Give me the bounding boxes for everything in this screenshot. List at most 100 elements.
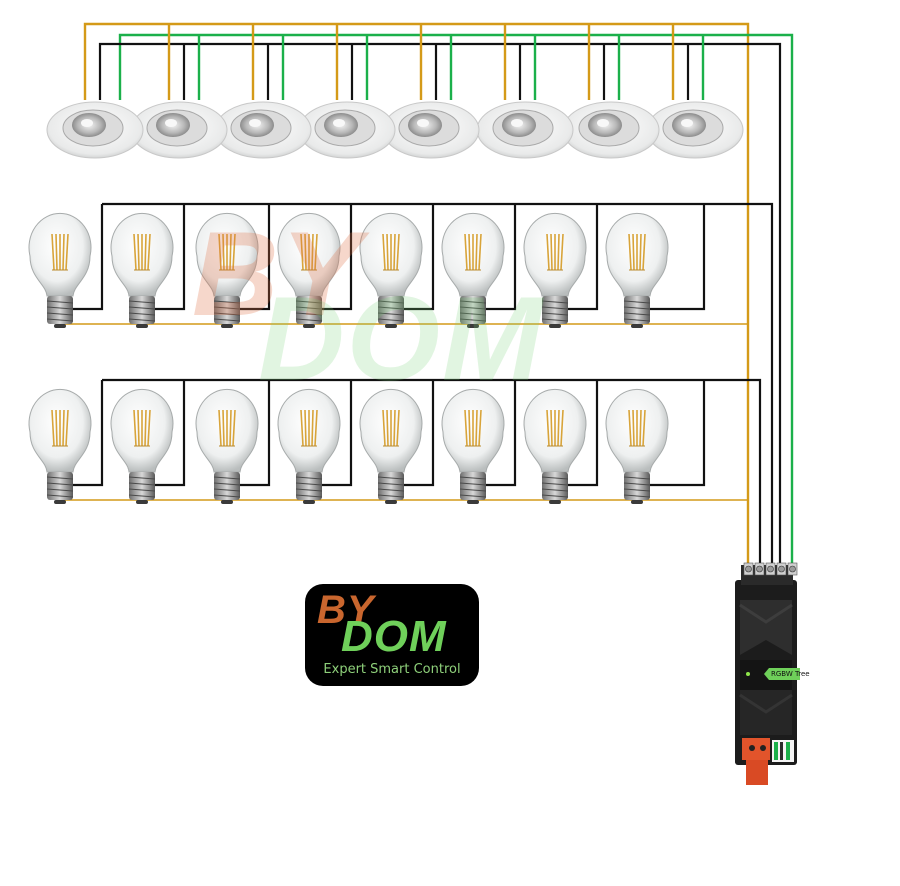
bulb-thread [377, 312, 405, 316]
bulb-filament [550, 409, 553, 447]
bulb-filament [311, 233, 314, 271]
bulb-thread [128, 306, 156, 310]
bulb-thread [128, 476, 156, 480]
bydom-logo: BY DOM Expert Smart Control [305, 584, 479, 686]
watermark-by: BY [192, 207, 363, 341]
module-label-text: RGBW Tree [771, 670, 810, 678]
spotlight [298, 101, 396, 159]
terminal-screw [756, 565, 763, 573]
bulb-filament [232, 409, 236, 447]
bulb-filament [382, 409, 386, 447]
bulb-thread [295, 482, 323, 486]
bulb-filament [222, 233, 225, 271]
power-connector [742, 738, 770, 760]
bulb-switch-wire [154, 380, 186, 487]
bulb-thread [213, 488, 241, 492]
bulb-switch-wire [321, 380, 353, 487]
bulb-filament [560, 409, 564, 447]
bulb-switch-wire [72, 204, 104, 311]
bulb-filament [396, 233, 400, 271]
spotlight-row [46, 101, 744, 159]
bulb-filament [133, 409, 137, 447]
bulb-filament [386, 233, 389, 271]
bulb-filament [393, 233, 396, 271]
bulb-thread [459, 312, 487, 316]
bulb-row-black-bus [102, 202, 774, 570]
bulb-thread [295, 306, 323, 310]
bulb-thread [623, 300, 651, 304]
bulb-thread [541, 312, 569, 316]
bulb-filament [314, 409, 318, 447]
module-label-tag [764, 668, 800, 680]
bulb-filament [550, 233, 553, 271]
filament-bulb [195, 388, 259, 504]
bulb-filament [137, 409, 140, 447]
filament-bulb [195, 212, 259, 328]
spotlight-wiring [83, 22, 794, 570]
filament-bulb [441, 212, 505, 328]
bulb-filament [311, 409, 314, 447]
bulb-filament [560, 233, 564, 271]
bulb-thread [213, 300, 241, 304]
spotlight-highlight [417, 119, 429, 127]
bulb-contact [631, 324, 643, 328]
bulb-filament [55, 233, 58, 271]
bulb-contact [631, 500, 643, 504]
bulb-thread [623, 488, 651, 492]
bulb-thread [377, 488, 405, 492]
green-bus-wire [118, 33, 794, 570]
bulb-filament [468, 233, 471, 271]
bulb-filament [62, 409, 65, 447]
terminal-screw [789, 565, 796, 573]
bulb-contact [549, 324, 561, 328]
filament-bulb [28, 388, 92, 504]
bulb-filament [229, 233, 232, 271]
spotlight [130, 101, 228, 159]
bulb-filament [229, 409, 232, 447]
bulb-switch-wire [649, 204, 706, 311]
logo-tagline: Expert Smart Control [323, 662, 461, 677]
bulb-thread [46, 488, 74, 492]
bulb-filament [65, 233, 69, 271]
logo-by-text: BY [317, 588, 375, 632]
bulb-switch-wire [485, 380, 517, 487]
bulb-thread [459, 482, 487, 486]
bulb-filament [642, 233, 646, 271]
bulb-switch-wire [239, 204, 271, 311]
bulb-filament [62, 233, 65, 271]
bulb-row-1 [28, 212, 669, 328]
bulb-thread [459, 476, 487, 480]
bulb-thread [295, 300, 323, 304]
bulb-filament [232, 233, 236, 271]
spotlight [646, 101, 744, 159]
bulb-filament [557, 409, 560, 447]
bulb-thread [213, 494, 241, 498]
bulb-filament [475, 409, 478, 447]
bulb-thread [213, 312, 241, 316]
spotlight [46, 101, 144, 159]
bulb-switch-wire [567, 204, 599, 311]
bulb-thread [623, 476, 651, 480]
bulb-contact [221, 500, 233, 504]
bulb-contact [467, 324, 479, 328]
bulb-filament [51, 233, 55, 271]
bulb-thread [128, 318, 156, 322]
bulb-filament [468, 409, 471, 447]
bulb-thread [541, 488, 569, 492]
bulb-thread [541, 300, 569, 304]
bulb-thread [295, 318, 323, 322]
black-bus-wire [98, 42, 782, 570]
bulb-switch-wire [72, 380, 104, 487]
bulb-thread [295, 476, 323, 480]
bulb-switch-wire [485, 204, 517, 311]
bulb-filament [464, 409, 468, 447]
bulb-filament [632, 233, 635, 271]
bulb-contact [303, 324, 315, 328]
bulb-filament [144, 233, 147, 271]
bulb-thread [46, 482, 74, 486]
bulb-filament [475, 233, 478, 271]
bulb-filament [639, 409, 642, 447]
spotlight-highlight [333, 119, 345, 127]
bulb-thread [128, 482, 156, 486]
orange-bus-wire [83, 22, 750, 570]
